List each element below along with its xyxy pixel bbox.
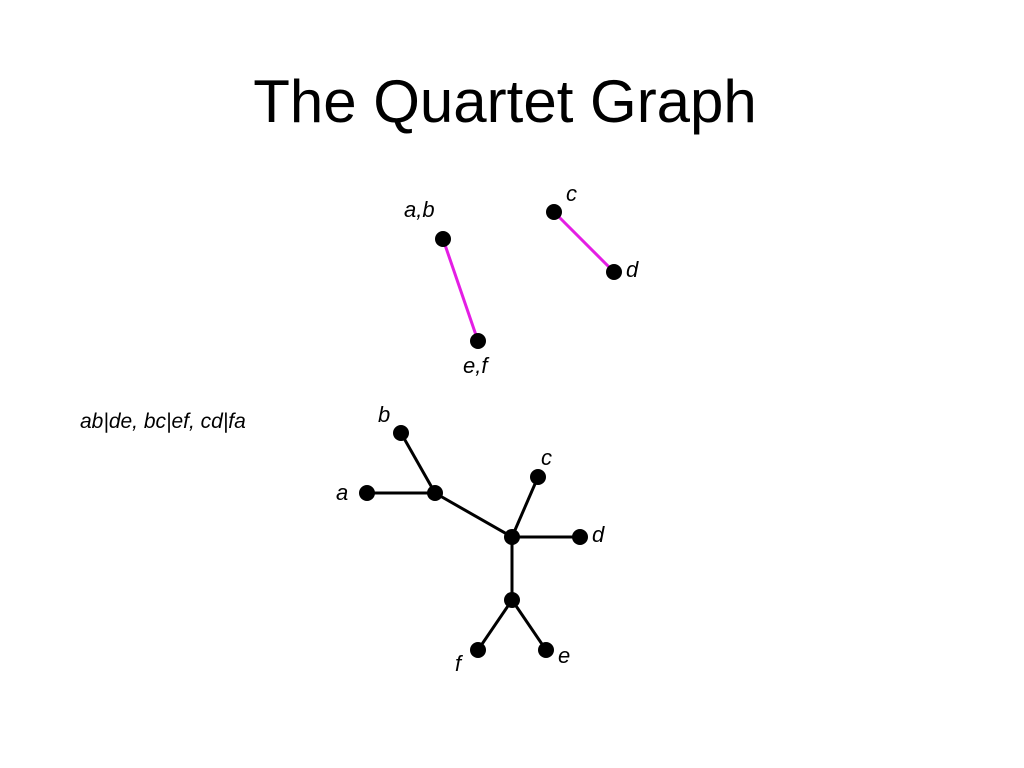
edges-layer [367, 210, 616, 651]
tree-leaf-node-e [538, 642, 554, 658]
quartet-edge-ab-ef [441, 238, 480, 342]
tree-leaf-label-d: d [592, 522, 605, 547]
tree-internal-node-u3 [504, 592, 520, 608]
quartet-node-label-ef: e,f [463, 353, 490, 378]
slide-title: The Quartet Graph [253, 68, 757, 135]
labels-layer: a,b e,f c d a b c d e f [336, 181, 639, 676]
tree-leaf-label-e: e [558, 643, 570, 668]
tree-leaf-label-c: c [541, 445, 552, 470]
quartet-node-c [546, 204, 562, 220]
quartet-edge-c-d [552, 210, 616, 274]
tree-edge-c-u2 [510, 476, 540, 538]
tree-leaf-node-c [530, 469, 546, 485]
tree-leaf-node-a [359, 485, 375, 501]
tree-leaf-label-f: f [455, 651, 464, 676]
quartet-node-d [606, 264, 622, 280]
quartet-node-label-d: d [626, 257, 639, 282]
quartet-node-label-c: c [566, 181, 577, 206]
tree-internal-node-u1 [427, 485, 443, 501]
tree-edge-u1-u2 [434, 491, 513, 539]
tree-edge-b-u1 [399, 432, 437, 494]
tree-leaf-label-b: b [378, 402, 390, 427]
quartet-list-text: ab|de, bc|ef, cd|fa [80, 410, 246, 433]
tree-edge-u3-f [476, 599, 514, 651]
quartet-node-ef [470, 333, 486, 349]
tree-leaf-node-d [572, 529, 588, 545]
quartet-node-ab [435, 231, 451, 247]
nodes-layer [359, 204, 622, 658]
tree-leaf-node-f [470, 642, 486, 658]
tree-leaf-node-b [393, 425, 409, 441]
tree-internal-node-u2 [504, 529, 520, 545]
tree-edge-u3-e [510, 599, 548, 651]
tree-leaf-label-a: a [336, 480, 348, 505]
quartet-node-label-ab: a,b [404, 197, 435, 222]
